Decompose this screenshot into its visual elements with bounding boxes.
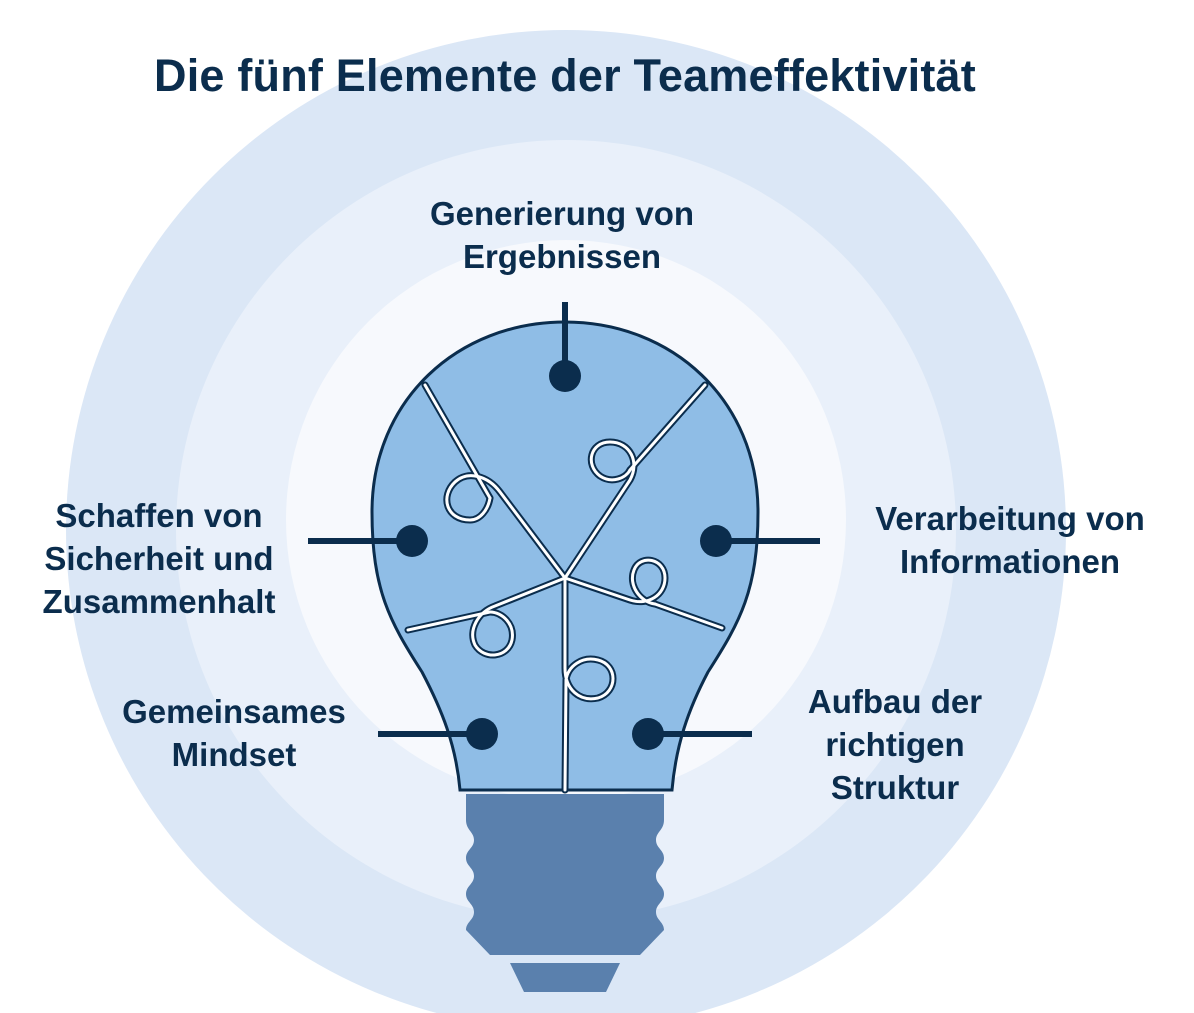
connector-right (700, 525, 820, 557)
element-label-line: Generierung von (429, 195, 695, 232)
element-label-line: Informationen (900, 543, 1120, 580)
bulb-tip (510, 963, 620, 992)
connector-bottom-left (378, 718, 498, 750)
element-label-right: Verarbeitung von Informationen (830, 497, 1190, 583)
element-label-line: Struktur (830, 769, 960, 806)
element-label-line: Verarbeitung von (875, 500, 1145, 537)
element-label-line: Aufbau der (807, 683, 983, 720)
element-label-left: Schaffen von Sicherheit und Zusammenhalt (4, 494, 314, 623)
puzzle-seams (404, 381, 726, 794)
element-label-bottom-left: Gemeinsames Mindset (84, 690, 384, 776)
element-label-line: Gemeinsames (122, 693, 346, 730)
bulb-base (466, 794, 664, 992)
element-label-top: Generierung von Ergebnissen (362, 192, 762, 278)
element-label-line: richtigen (825, 726, 965, 763)
element-label-line: Mindset (171, 736, 297, 773)
element-label-line: Ergebnissen (462, 238, 662, 275)
element-label-bottom-right: Aufbau der richtigen Struktur (760, 680, 1030, 809)
element-label-line: Sicherheit und (44, 540, 274, 577)
connector-left (308, 525, 428, 557)
diagram-title: Die fünf Elemente der Teameffektivität (154, 50, 976, 101)
element-label-line: Schaffen von (55, 497, 263, 534)
connector-top (549, 302, 581, 392)
element-label-line: Zusammenhalt (42, 583, 276, 620)
connector-bottom-right (632, 718, 752, 750)
